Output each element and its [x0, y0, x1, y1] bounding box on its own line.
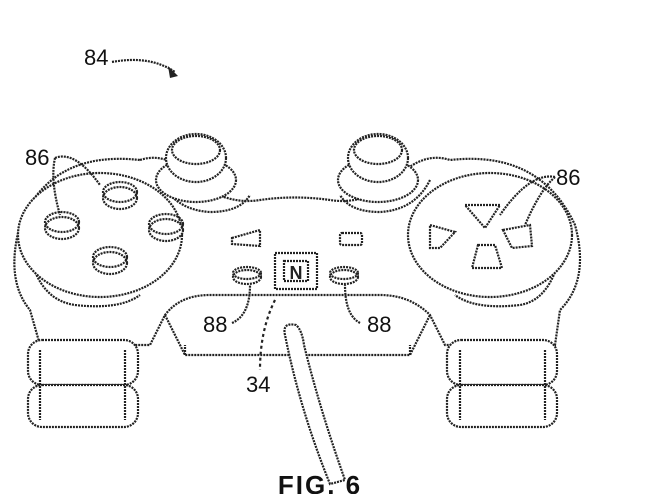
right-direction-pad: [428, 203, 534, 270]
right-grip: [445, 338, 559, 429]
label-88-left: 88: [203, 312, 227, 337]
leader-86-left: [52, 155, 101, 216]
label-88-right: 88: [367, 312, 391, 337]
arrowhead-84: [168, 66, 178, 78]
label-86-right: 86: [556, 165, 580, 190]
nfc-glyph: N: [290, 263, 303, 283]
start-button: [338, 231, 364, 247]
select-button: [230, 228, 262, 248]
leader-34: [258, 299, 276, 371]
figure-title: FIG. 6: [278, 470, 362, 494]
label-84: 84: [84, 45, 108, 70]
leader-84: [111, 58, 176, 73]
controller-body: [13, 156, 582, 357]
right-pad-area: [406, 171, 574, 299]
small-button-left: [231, 265, 263, 286]
small-button-right: [328, 265, 360, 286]
cable: [283, 323, 347, 486]
leader-88-left: [231, 284, 252, 325]
label-34: 34: [246, 372, 270, 397]
nfc-dashed-box: [273, 251, 319, 291]
left-thumbstick: [154, 132, 238, 204]
right-thumbstick: [336, 132, 420, 204]
label-86-left: 86: [25, 145, 49, 170]
leader-86-right: [499, 175, 556, 226]
nfc-icon: [282, 259, 310, 283]
left-grip: [26, 338, 140, 429]
left-buttons: [43, 180, 185, 276]
